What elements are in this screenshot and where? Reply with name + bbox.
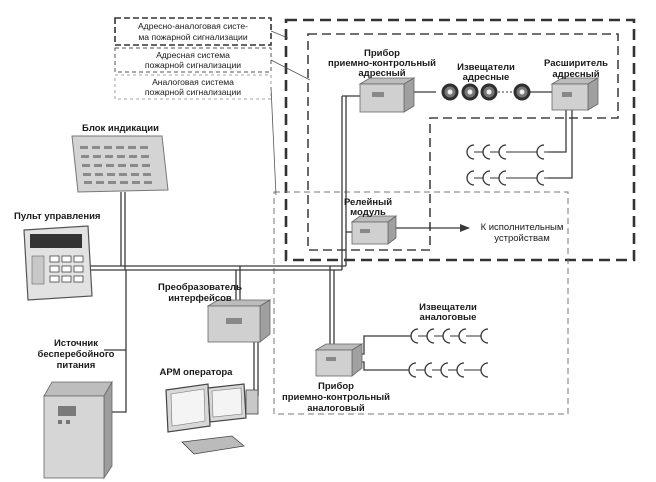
interface-converter-device [206,299,272,343]
analog-detector-icon [480,362,489,378]
analog-detector-icon [498,170,507,186]
label-addressable-panel-1: Прибор [364,48,400,59]
label-ups-2: бесперебойного [38,349,115,360]
legend-text-addressable-analog-2: ма пожарной сигнализации [138,32,247,42]
analog-detector-icon [498,144,507,160]
label-interface-converter-2: интерфейсов [168,293,232,304]
analog-detector-icon [536,144,545,160]
label-interface-converter-1: Преобразователь [158,282,242,293]
analog-detector-icon [458,328,467,344]
legend-leader-3 [270,86,277,196]
legend-text-addressable-2: пожарной сигнализации [145,60,241,70]
label-analog-panel-3: аналоговый [307,403,365,414]
label-analog-detectors-2: аналоговые [420,312,477,323]
addressable-detector [513,83,531,101]
label-analog-panel-1: Прибор [318,381,354,392]
label-relay-module-1: Релейный [344,197,392,208]
label-addressable-expander-1: Расширитель [544,58,608,69]
ups-device [43,380,113,480]
label-control-panel: Пульт управления [14,211,100,222]
analog-detector-icon [410,328,419,344]
analog-detector-icon [466,170,475,186]
analog-detector-icon [480,328,489,344]
control-panel-device [23,225,93,301]
label-addressable-panel-3: адресный [358,68,405,79]
label-indication-block: Блок индикации [82,123,159,134]
analog-detector-icon [424,362,433,378]
analog-detector-icon [440,362,449,378]
analog-detectors [408,328,489,378]
label-operator-station: АРМ оператора [160,367,234,378]
analog-detector-icon [466,144,475,160]
actuators-arrow [460,224,470,232]
indication-block-device [71,135,169,193]
legend-leader-1 [270,30,289,39]
addressable-detectors [441,83,531,101]
label-addressable-panel-2: приемно-контрольный [328,58,436,69]
operator-workstation-device [165,383,259,455]
legend-box-addressable-analog [114,17,272,46]
legend-text-addressable-1: Адресная система [156,50,230,60]
addressable-detector [480,83,498,101]
legend-text-addressable-analog-1: Адресно-аналоговая систе- [138,21,248,31]
analog-panel-device [314,343,364,377]
addressable-expander-device [550,77,600,111]
analog-detector-icon [482,170,491,186]
label-relay-module-2: модуль [350,207,386,218]
label-addressable-detectors-1: Извещатели [457,62,515,73]
label-analog-panel-2: приемно-контрольный [282,392,390,403]
boundary-addressable [307,33,619,251]
legend-text-analog-2: пожарной сигнализации [145,87,241,97]
addressable-detector [441,83,459,101]
label-addressable-detectors-2: адресные [463,72,510,83]
addressable-detector [461,83,479,101]
analog-detector-icon [536,170,545,186]
label-ups-3: питания [57,360,96,371]
label-ups-1: Источник [54,338,98,349]
label-actuators-2: устройствам [494,233,549,244]
analog-detector-icon [456,362,465,378]
label-analog-detectors-1: Извещатели [419,302,477,313]
analog-detector-icon [408,362,417,378]
legend-text-analog-1: Аналоговая система [152,77,234,87]
analog-detector-icon [426,328,435,344]
addressable-panel-device [358,77,416,113]
boundary-addressable-analog [284,18,636,262]
label-actuators-1: К исполнительным [481,222,564,233]
relay-module-device [350,215,398,245]
boundary-analog [273,191,569,415]
analog-detector-icon [442,328,451,344]
legend-leader-2 [270,59,311,81]
analog-detector-icon [482,144,491,160]
expander-detectors [466,144,548,186]
label-addressable-expander-2: адресный [552,69,599,80]
